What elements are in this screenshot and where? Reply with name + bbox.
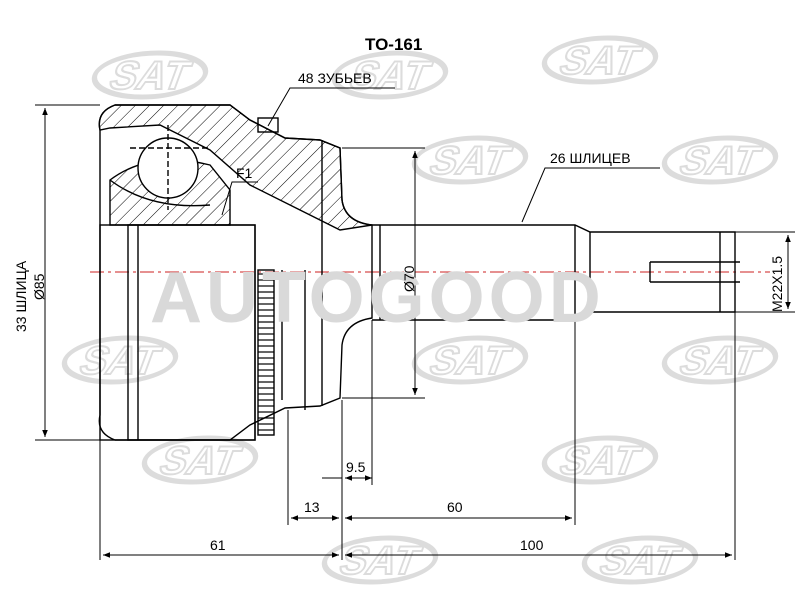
sat-watermark-text: SAT — [554, 438, 647, 483]
dimension-9-5: 9.5 — [346, 459, 366, 475]
sat-watermark: SAT — [661, 335, 779, 385]
sat-watermark-text: SAT — [74, 338, 167, 383]
sat-watermark-text: SAT — [674, 338, 767, 383]
dimension-61: 61 — [210, 537, 226, 553]
sat-watermark: SAT — [581, 535, 699, 585]
sat-watermark: SAT — [541, 35, 659, 85]
outer-diameter-label: Ø85 — [31, 273, 47, 300]
sat-watermark-text: SAT — [334, 538, 427, 583]
sat-watermark-group: SAT SAT SAT SAT SAT SAT SAT SAT SAT SAT … — [61, 35, 779, 585]
sat-watermark: SAT — [91, 50, 209, 100]
sat-watermark-text: SAT — [424, 338, 517, 383]
outer-housing — [98, 104, 373, 441]
splines-shaft-label: 26 ШЛИЦЕВ — [550, 150, 631, 166]
output-shaft — [372, 224, 740, 321]
f1-label: F1 — [236, 165, 253, 181]
sat-watermark: SAT — [541, 435, 659, 485]
sat-watermark: SAT — [61, 335, 179, 385]
splines-inner-label: 33 ШЛИЦА — [13, 260, 29, 332]
sat-watermark-text: SAT — [554, 38, 647, 83]
sat-watermark: SAT — [141, 435, 259, 485]
dimension-13: 13 — [304, 499, 320, 515]
sat-watermark: SAT — [321, 535, 439, 585]
dimension-60: 60 — [447, 499, 463, 515]
sat-watermark: SAT — [331, 50, 449, 100]
sat-watermark: SAT — [661, 135, 779, 185]
dimension-lines — [35, 87, 795, 560]
sat-watermark-text: SAT — [154, 438, 247, 483]
sat-watermark-text: SAT — [104, 53, 197, 98]
thread-label: M22X1.5 — [769, 255, 785, 312]
sat-watermark-text: SAT — [424, 138, 517, 183]
shaft-diameter-label: Ø70 — [401, 265, 417, 292]
teeth-label: 48 ЗУБЬЕВ — [298, 70, 372, 86]
dimension-100: 100 — [520, 537, 544, 553]
sat-watermark: SAT — [411, 335, 529, 385]
sat-watermark-text: SAT — [344, 53, 437, 98]
sat-watermark: SAT — [411, 135, 529, 185]
sat-watermark-text: SAT — [674, 138, 767, 183]
sat-watermark-text: SAT — [594, 538, 687, 583]
page-title: TO-161 — [365, 35, 423, 54]
autogood-watermark: AUTOGOOD — [150, 258, 605, 338]
